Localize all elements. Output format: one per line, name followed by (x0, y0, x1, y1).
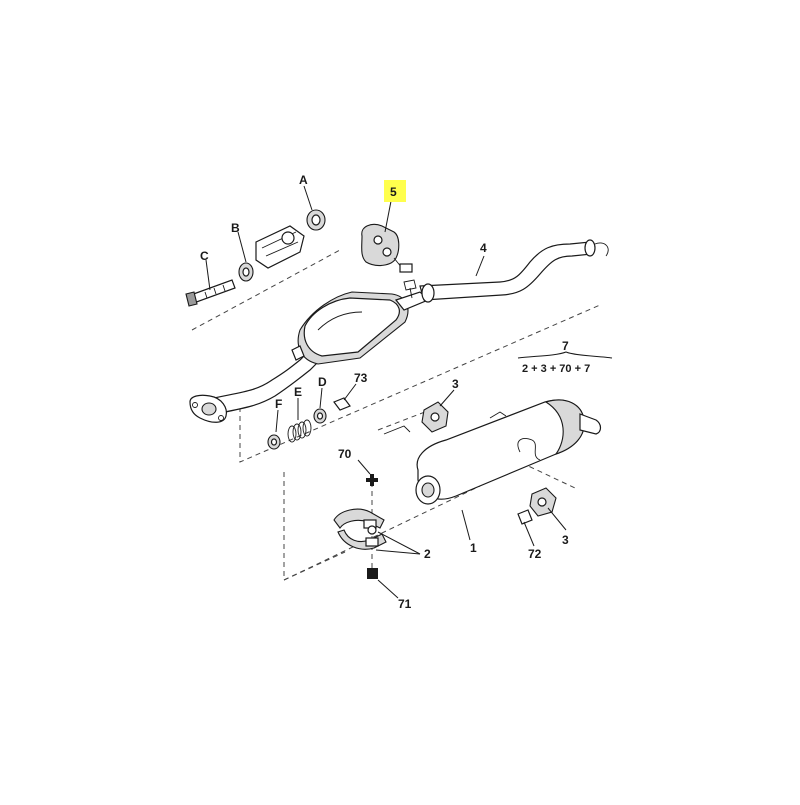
label-part-f: F (275, 397, 282, 411)
clamp-2 (333, 508, 387, 550)
label-part-71: 71 (398, 597, 412, 611)
label-part-d: D (318, 375, 327, 389)
rear-silencer (415, 399, 602, 505)
label-part-a: A (299, 173, 308, 187)
ring-d (313, 408, 327, 424)
ring-f (267, 434, 281, 450)
intermediate-pipe (403, 239, 609, 303)
leader-lines (205, 185, 613, 599)
label-part-7: 7 (562, 339, 569, 353)
bolt-c (185, 279, 236, 307)
rubber-mount-3-upper (383, 401, 449, 435)
rubber-mount-3-lower (529, 487, 557, 517)
nut-73 (333, 397, 351, 411)
label-part-1: 1 (470, 541, 477, 555)
label-part-73: 73 (354, 371, 368, 385)
nut-71-symbol (367, 568, 378, 579)
part-5-highlight (384, 180, 406, 202)
label-part-2: 2 (424, 547, 431, 561)
heat-shield-bracket (255, 225, 305, 269)
rubber-mount-part-5 (361, 223, 413, 273)
label-part-3-lower: 3 (562, 533, 569, 547)
catalytic-converter (291, 291, 430, 365)
label-part-4: 4 (480, 241, 487, 255)
label-kit-2-3-70-7: 2 + 3 + 70 + 7 (522, 363, 590, 375)
label-part-70: 70 (338, 447, 352, 461)
label-part-b: B (231, 221, 240, 235)
label-part-e: E (294, 385, 302, 399)
spring-e (287, 419, 312, 443)
nut-72 (517, 509, 533, 525)
label-part-c: C (200, 249, 209, 263)
label-part-72: 72 (528, 547, 542, 561)
dashed-guide-lines (191, 249, 601, 581)
ring-a (306, 209, 326, 231)
callout-labels: 5 4 B C A 7 2 + 3 + 70 + 7 F E D 73 3 70… (200, 173, 590, 611)
label-part-3-upper: 3 (452, 377, 459, 391)
bolt-70-symbol (366, 474, 378, 486)
label-part-5: 5 (390, 185, 397, 199)
washer-b (238, 262, 254, 282)
